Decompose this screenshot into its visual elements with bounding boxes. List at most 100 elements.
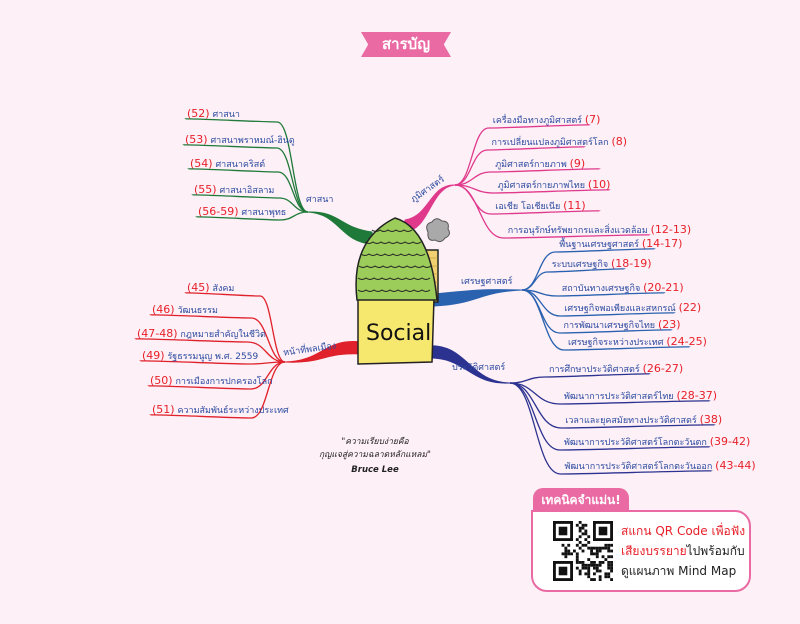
history-leaf-line [509,382,711,405]
item-label: วัฒนธรรม [177,306,218,316]
center-label: Social [366,321,431,346]
civics-item[interactable]: (45) สังคม [187,282,234,295]
item-pages: (7) [584,113,601,126]
economics-item[interactable]: เศรษฐกิจระหว่างประเทศ (24-25) [568,336,707,349]
geography-item[interactable]: ภูมิศาสตร์กายภาพไทย (10) [498,179,611,192]
item-label: ศาสนา [212,110,240,120]
history-item[interactable]: การศึกษาประวัติศาสตร์ (26-27) [549,363,683,376]
item-label: เวลาและยุคสมัยทางประวัติศาสตร์ [565,416,697,426]
religion-item[interactable]: (52) ศาสนา [187,108,240,121]
quote: "ความเรียบง่ายคือ กุญแจสู่ความฉลาดหลักแห… [300,436,450,477]
item-label: การพัฒนาเศรษฐกิจไทย [563,321,656,331]
item-pages: (12-13) [650,223,692,236]
history-item[interactable]: พัฒนาการประวัติศาสตร์ไทย (28-37) [564,390,717,403]
item-label: พัฒนาการประวัติศาสตร์โลกตะวันตก [564,438,707,448]
geography-main-branch [404,184,456,233]
item-label: สังคม [212,284,235,294]
history-leaf-line [509,373,651,384]
item-label: การเปลี่ยนแปลงภูมิศาสตร์โลก [491,138,609,148]
economics-item[interactable]: พื้นฐานเศรษฐศาสตร์ (14-17) [559,238,682,251]
item-pages: (54) [190,157,213,170]
item-pages: (14-17) [641,237,683,250]
item-pages: (28-37) [676,389,717,402]
item-label: เศรษฐกิจพอเพียงและสหกรณ์ [564,304,676,314]
geography-item[interactable]: เครื่องมือทางภูมิศาสตร์ (7) [493,114,601,127]
economics-leaf-line [521,289,691,351]
religion-leaf-line [187,168,309,213]
item-label: การศึกษาประวัติศาสตร์ [549,365,640,375]
civics-leaf-line [134,338,286,363]
item-label: ความสัมพันธ์ระหว่างประเทศ [177,406,289,416]
economics-item[interactable]: ระบบเศรษฐกิจ (18-19) [552,258,652,271]
tip-box: สแกน QR Code เพื่อฟัง เสียงบรรยายไปพร้อม… [531,510,751,592]
civics-item[interactable]: (51) ความสัมพันธ์ระหว่างประเทศ [152,404,289,417]
geography-leaf-line [454,146,586,186]
religion-item[interactable]: (55) ศาสนาอิสลาม [194,184,274,197]
tip-line-2: ไปพร้อมกับ [686,544,745,558]
economics-item[interactable]: สถาบันทางเศรษฐกิจ (20-21) [562,282,684,295]
civics-leaf-line [147,361,286,390]
geography-item[interactable]: การอนุรักษ์ทรัพยากรและสิ่งแวดล้อม (12-13… [508,224,691,237]
history-item[interactable]: พัฒนาการประวัติศาสตร์โลกตะวันออก (43-44) [565,460,756,473]
item-pages: (55) [194,183,217,196]
geography-item[interactable]: ภูมิศาสตร์กายภาพ (9) [495,158,585,171]
geography-item[interactable]: การเปลี่ยนแปลงภูมิศาสตร์โลก (8) [492,136,628,149]
quote-line-1: "ความเรียบง่ายคือ [341,437,409,447]
tip-line-3: ดูแผนภาพ Mind Map [621,564,737,578]
item-label: สถาบันทางเศรษฐกิจ [561,284,641,294]
economics-item[interactable]: การพัฒนาเศรษฐกิจไทย (23) [564,319,681,332]
item-pages: (11) [563,199,586,212]
quote-author: Bruce Lee [351,465,399,475]
item-label: พื้นฐานเศรษฐศาสตร์ [559,240,639,250]
religion-leaf-line [182,144,309,213]
geography-leaf-line [454,184,651,239]
item-pages: (38) [699,413,723,426]
religion-branch-label: ศาสนา [306,195,334,205]
item-pages: (43-44) [715,459,756,472]
qr-code-icon[interactable] [553,521,613,581]
civics-leaf-line [139,360,286,365]
religion-item[interactable]: (54) ศาสนาคริสต์ [190,158,265,171]
item-label: ศาสนาพราหมณ์-ฮินดู [210,136,295,146]
geography-leaf-line [454,184,611,194]
civics-item[interactable]: (49) รัฐธรรมนูญ พ.ศ. 2559 [142,350,258,363]
economics-item[interactable]: เศรษฐกิจพอเพียงและสหกรณ์ (22) [564,302,701,315]
geography-item[interactable]: เอเชีย โอเชียเนีย (11) [495,200,585,213]
civics-leaf-line [149,361,286,419]
history-leaf-line [509,382,716,429]
quote-line-2: กุญแจสู่ความฉลาดหลักแหลม" [319,450,431,460]
item-label: ศาสนาอิสลาม [219,186,275,196]
economics-leaf-line [521,268,626,291]
item-pages: (9) [569,157,586,170]
history-item[interactable]: เวลาและยุคสมัยทางประวัติศาสตร์ (38) [565,414,722,427]
history-leaf-line [509,382,711,451]
civics-item[interactable]: (50) การเมืองการปกครองโลก [150,375,273,388]
geography-leaf-line [454,124,591,186]
tip-tab: เทคนิคจำแม่น! [533,488,629,512]
economics-leaf-line [521,289,666,297]
item-label: เครื่องมือทางภูมิศาสตร์ [492,116,583,126]
civics-item[interactable]: (47-48) กฎหมายสำคัญในชีวิต [137,328,266,341]
item-label: พัฒนาการประวัติศาสตร์โลกตะวันออก [564,462,713,472]
tip-line-2-highlight: เสียงบรรยาย [621,544,687,558]
item-label: การอนุรักษ์ทรัพยากรและสิ่งแวดล้อม [507,226,648,236]
item-label: ศาสนาคริสต์ [215,160,266,170]
religion-item[interactable]: (53) ศาสนาพราหมณ์-ฮินดู [185,134,295,147]
history-leaf-line [509,382,713,475]
item-pages: (49) [142,349,165,362]
item-label: ศาสนาพุทธ [241,208,287,218]
item-pages: (22) [678,301,702,314]
civics-item[interactable]: (46) วัฒนธรรม [152,304,218,317]
item-pages: (8) [611,135,628,148]
history-branch-label: ประวัติศาสตร์ [452,363,506,373]
item-pages: (52) [187,107,210,120]
history-item[interactable]: พัฒนาการประวัติศาสตร์โลกตะวันตก (39-42) [564,436,750,449]
item-label: ระบบเศรษฐกิจ [551,260,609,270]
religion-leaf-line [195,211,309,221]
item-pages: (26-27) [642,362,684,375]
item-pages: (23) [657,318,681,331]
geography-leaf-line [454,168,601,186]
religion-item[interactable]: (56-59) ศาสนาพุทธ [198,206,286,219]
item-pages: (56-59) [198,205,239,218]
item-label: เศรษฐกิจระหว่างประเทศ [568,338,664,348]
